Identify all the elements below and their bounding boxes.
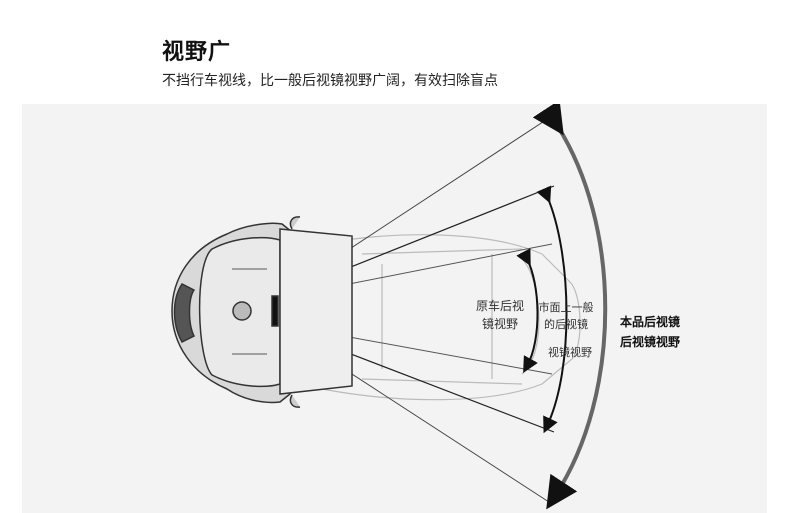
market-mirror-label: 市面上一般 的后视镜 [538,301,594,331]
market-mirror-label-2: 视镜视野 [548,346,592,359]
view-comparison-diagram: 原车后视 镜视野 市面上一般 的后视镜 视镜视野 本品后视镜 后视镜视野 [22,104,767,513]
original-mirror-label: 原车后视 镜视野 [475,299,524,331]
arc-product-view [532,104,608,510]
product-mirror-label: 本品后视镜 后视镜视野 [620,315,681,349]
page-subtitle: 不挡行车视线，比一般后视镜视野广阔，有效扫除盲点 [162,73,498,89]
diagram-graphic [171,104,608,510]
car-illustration [171,216,353,408]
header: 视野广 不挡行车视线，比一般后视镜视野广阔，有效扫除盲点 [0,0,789,104]
page-title: 视野广 [162,40,232,65]
